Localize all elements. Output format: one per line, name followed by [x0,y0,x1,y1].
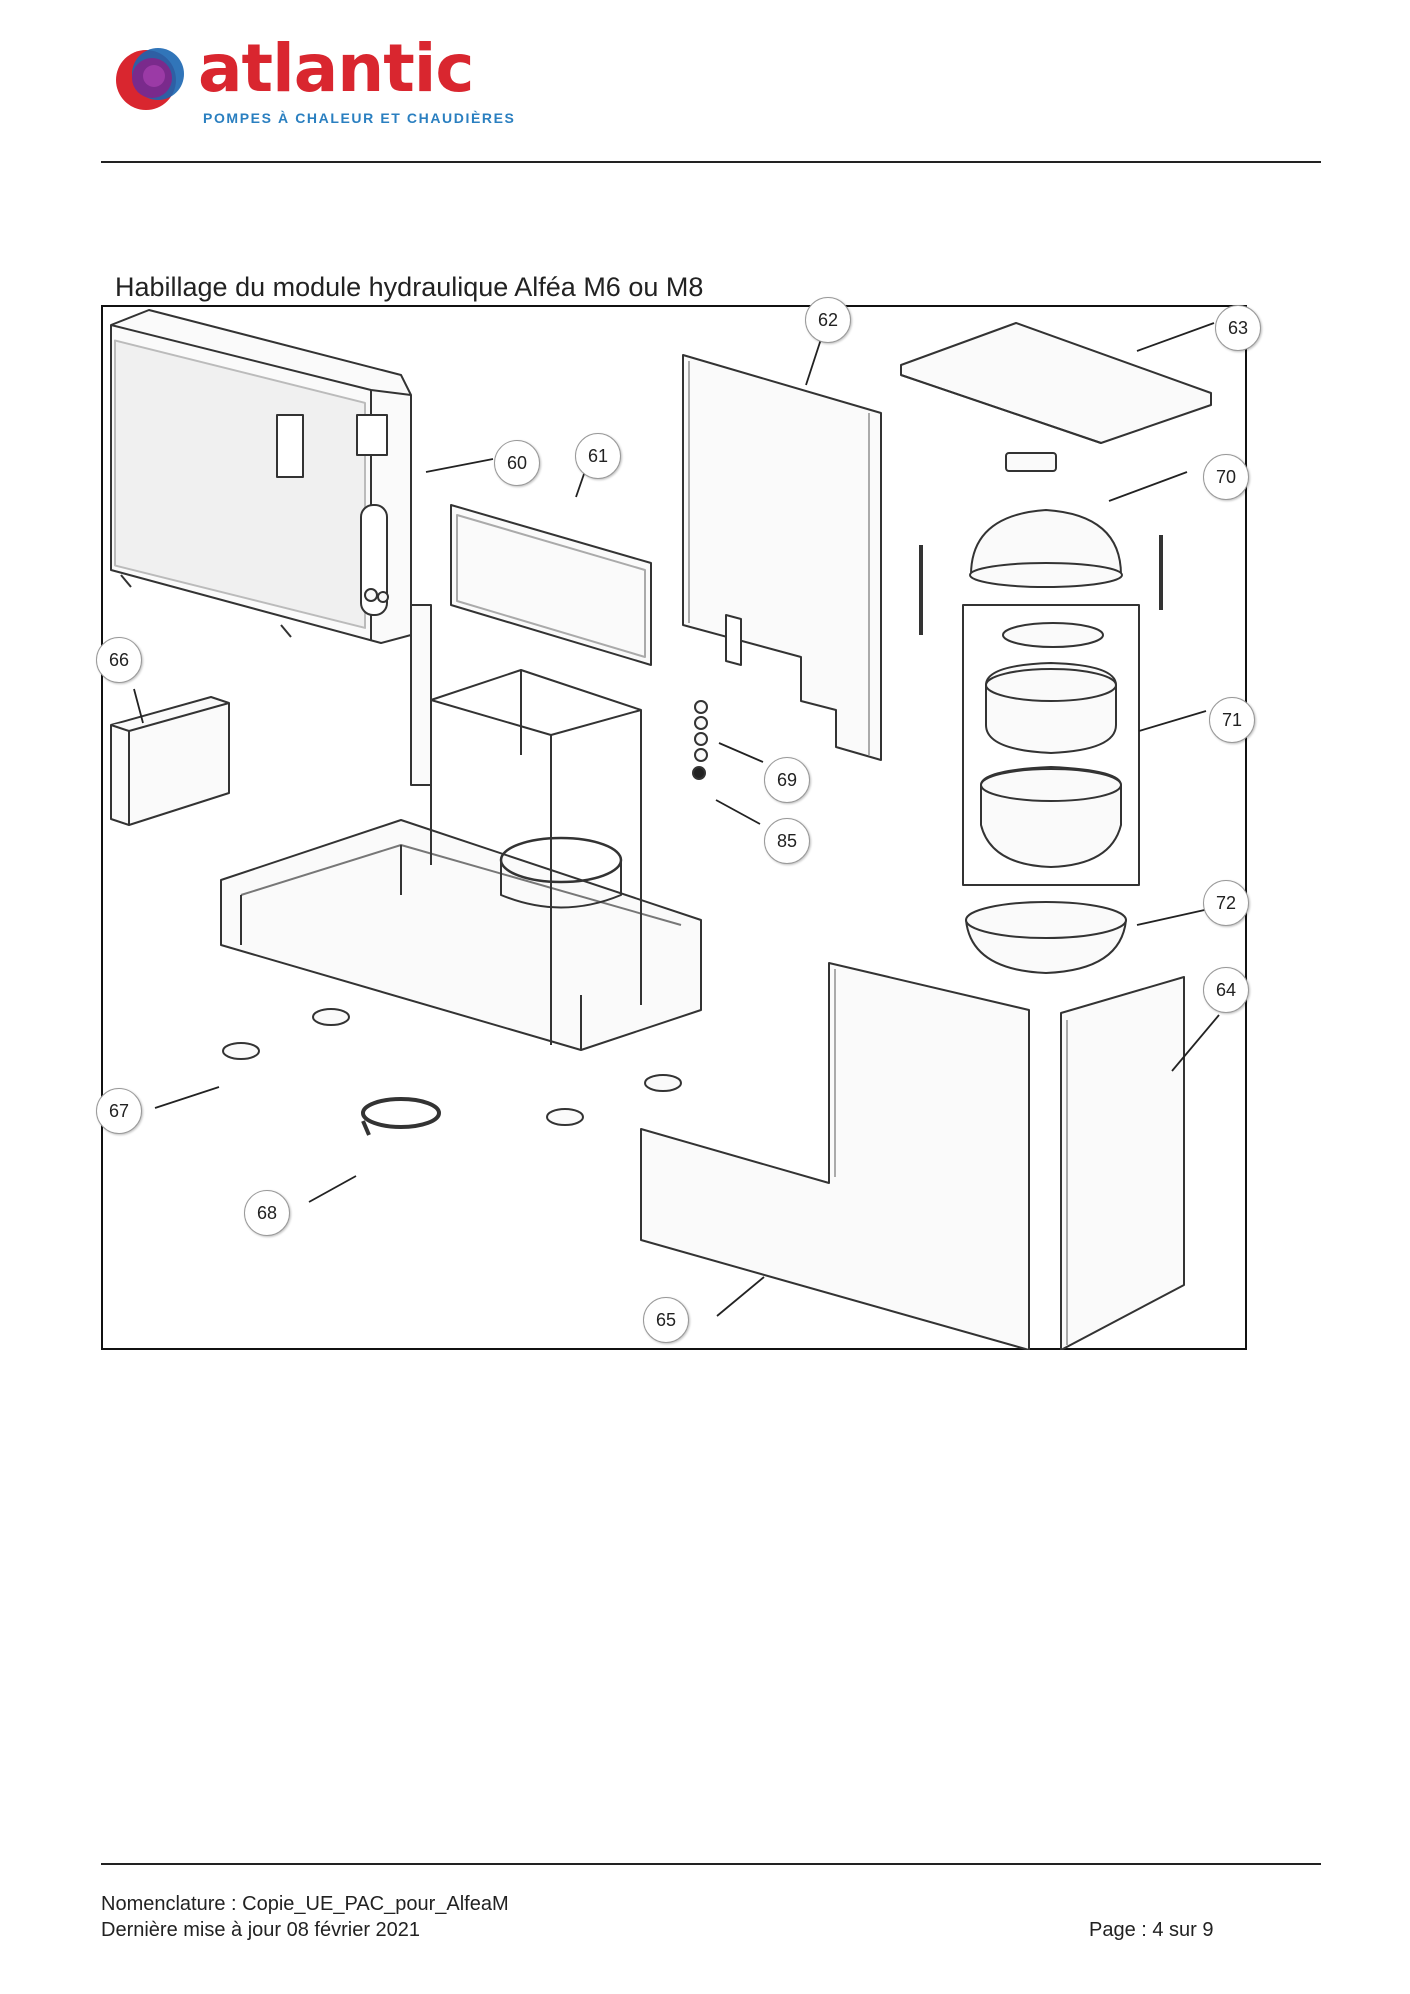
right-panel-drawing [1060,976,1185,1350]
callout-68: 68 [244,1190,290,1236]
callout-70: 70 [1203,454,1249,500]
exploded-parts-diagram [101,305,1247,1350]
outdoor-unit-drawing [110,309,412,644]
grommets-drawing [692,700,708,780]
callout-61: 61 [575,433,621,479]
header-rule [101,161,1321,163]
callout-67: 67 [96,1088,142,1134]
callout-69: 69 [764,757,810,803]
brand-name: atlantic [198,30,475,107]
drip-tray-drawing [965,901,1127,974]
front-l-panel-drawing [640,962,1030,1350]
atlantic-logo-icon [116,48,184,110]
callout-62: 62 [805,297,851,343]
side-panel-drawing [682,354,882,761]
callout-63: 63 [1215,305,1261,351]
callout-65: 65 [643,1297,689,1343]
callout-72: 72 [1203,880,1249,926]
footer-rule [101,1863,1321,1865]
callout-85: 85 [764,818,810,864]
anti-vibration-feet-drawing [222,1008,682,1126]
callout-66: 66 [96,637,142,683]
callout-60: 60 [494,440,540,486]
footer-updated: Dernière mise à jour 08 février 2021 [101,1919,421,1941]
chassis-frame-drawing [220,604,702,1051]
cable-drawing [361,1097,441,1136]
side-box-drawing [110,696,230,826]
brand-tagline: POMPES À CHALEUR ET CHAUDIÈRES [203,110,516,126]
front-panel-drawing [450,504,652,666]
top-cover-drawing [900,322,1212,444]
insulation-set-drawing [962,604,1140,886]
section-title: Habillage du module hydraulique Alféa M6… [115,272,704,302]
footer-nomenclature: Nomenclature : Copie_UE_PAC_pour_AlfeaM [101,1893,509,1915]
callout-64: 64 [1203,967,1249,1013]
footer-page-number: Page : 4 sur 9 [1089,1919,1214,1941]
callout-71: 71 [1209,697,1255,743]
dome-cover-drawing [919,452,1163,635]
